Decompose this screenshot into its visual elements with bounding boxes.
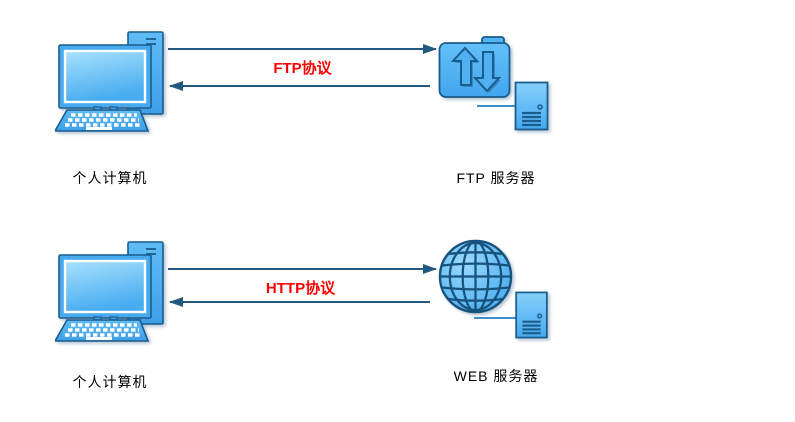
http-protocol-label: HTTP协议 (265, 280, 336, 297)
server-tower-icon (515, 291, 548, 339)
ftp-protocol-label: FTP协议 (273, 60, 332, 77)
ftp-folder-transfer-icon (438, 36, 511, 98)
desktop-computer-icon (55, 31, 164, 132)
ftp-server-link-line (477, 105, 517, 107)
ftp-server-label: FTP 服务器 (456, 170, 536, 186)
globe-icon (438, 239, 513, 314)
client-label-bottom: 个人计算机 (72, 374, 148, 390)
server-tower-icon (514, 81, 549, 131)
client-label-top: 个人计算机 (72, 170, 148, 186)
ftp-arrows (168, 44, 437, 91)
http-arrows (168, 264, 437, 307)
desktop-computer-icon (55, 241, 164, 342)
web-server-link-line (474, 317, 518, 319)
web-server-label: WEB 服务器 (453, 368, 539, 384)
